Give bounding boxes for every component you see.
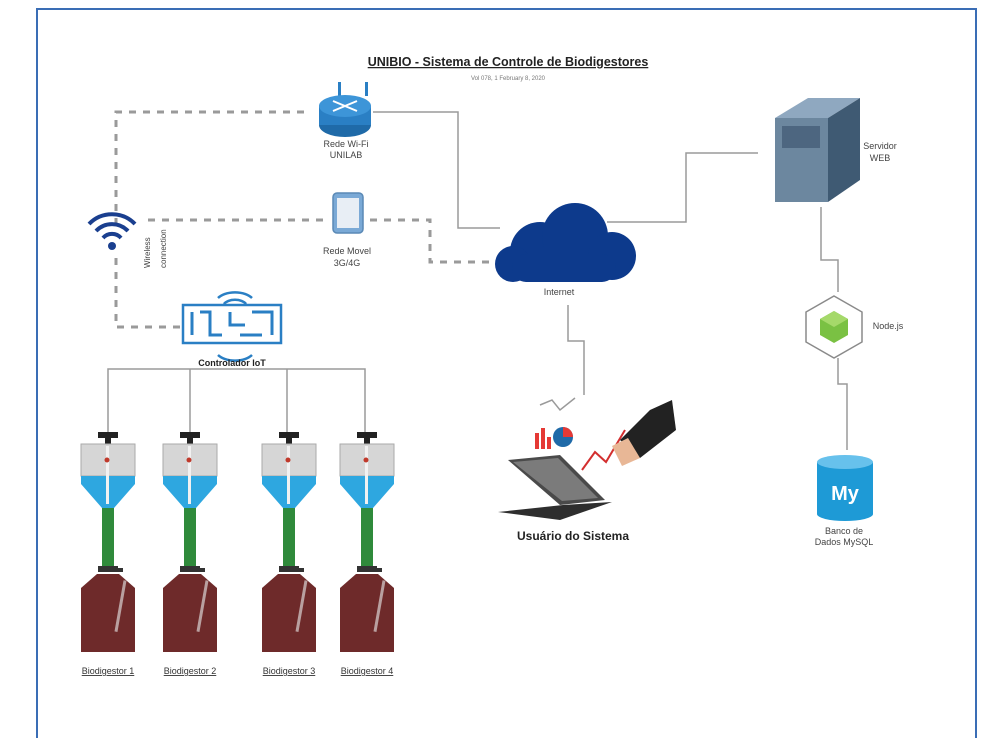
biodigestor-4 (339, 432, 395, 652)
system-user-illustration (498, 397, 676, 520)
internet-cloud-icon (495, 203, 636, 282)
internet-label: Internet (544, 287, 575, 297)
server-label-line1: Servidor (863, 141, 897, 151)
network-links (107, 111, 848, 450)
router-label-line1: Rede Wi-Fi (323, 139, 368, 149)
wifi-router-icon (319, 82, 371, 137)
biodigestor-1-label: Biodigestor 1 (82, 666, 135, 676)
database-label-line1: Banco de (825, 526, 863, 536)
wireless-label-line1: Wireless (143, 237, 152, 268)
biodigestor-3-label: Biodigestor 3 (263, 666, 316, 676)
server-label-line2: WEB (870, 153, 891, 163)
router-label-line2: UNILAB (330, 150, 363, 160)
database-label-line2: Dados MySQL (815, 537, 874, 547)
mysql-icon-text: My (831, 483, 860, 505)
mobile-label-line2: 3G/4G (334, 258, 361, 268)
mysql-database-icon (817, 455, 873, 521)
mobile-phone-icon (332, 192, 364, 234)
nodejs-label: Node.js (873, 321, 904, 331)
controller-label: Controlador IoT (198, 358, 266, 368)
biodigestor-4-label: Biodigestor 4 (341, 666, 394, 676)
wireless-label-line2: connection (159, 229, 168, 268)
iot-controller-icon (181, 291, 283, 362)
biodigestor-2 (162, 432, 218, 652)
diagram-title: UNIBIO - Sistema de Controle de Biodiges… (368, 55, 649, 69)
web-server-icon (775, 98, 860, 202)
diagram-subtitle: Vol 078, 1 February 8, 2020 (471, 76, 546, 82)
wifi-signal-icon (87, 212, 137, 250)
mobile-label-line1: Rede Movel (323, 246, 371, 256)
wireless-connections (114, 110, 490, 329)
nodejs-icon (805, 295, 863, 359)
biodigestor-3 (261, 432, 317, 652)
biodigestor-2-label: Biodigestor 2 (164, 666, 217, 676)
biodigestor-1 (80, 432, 136, 652)
user-label: Usuário do Sistema (517, 529, 629, 543)
